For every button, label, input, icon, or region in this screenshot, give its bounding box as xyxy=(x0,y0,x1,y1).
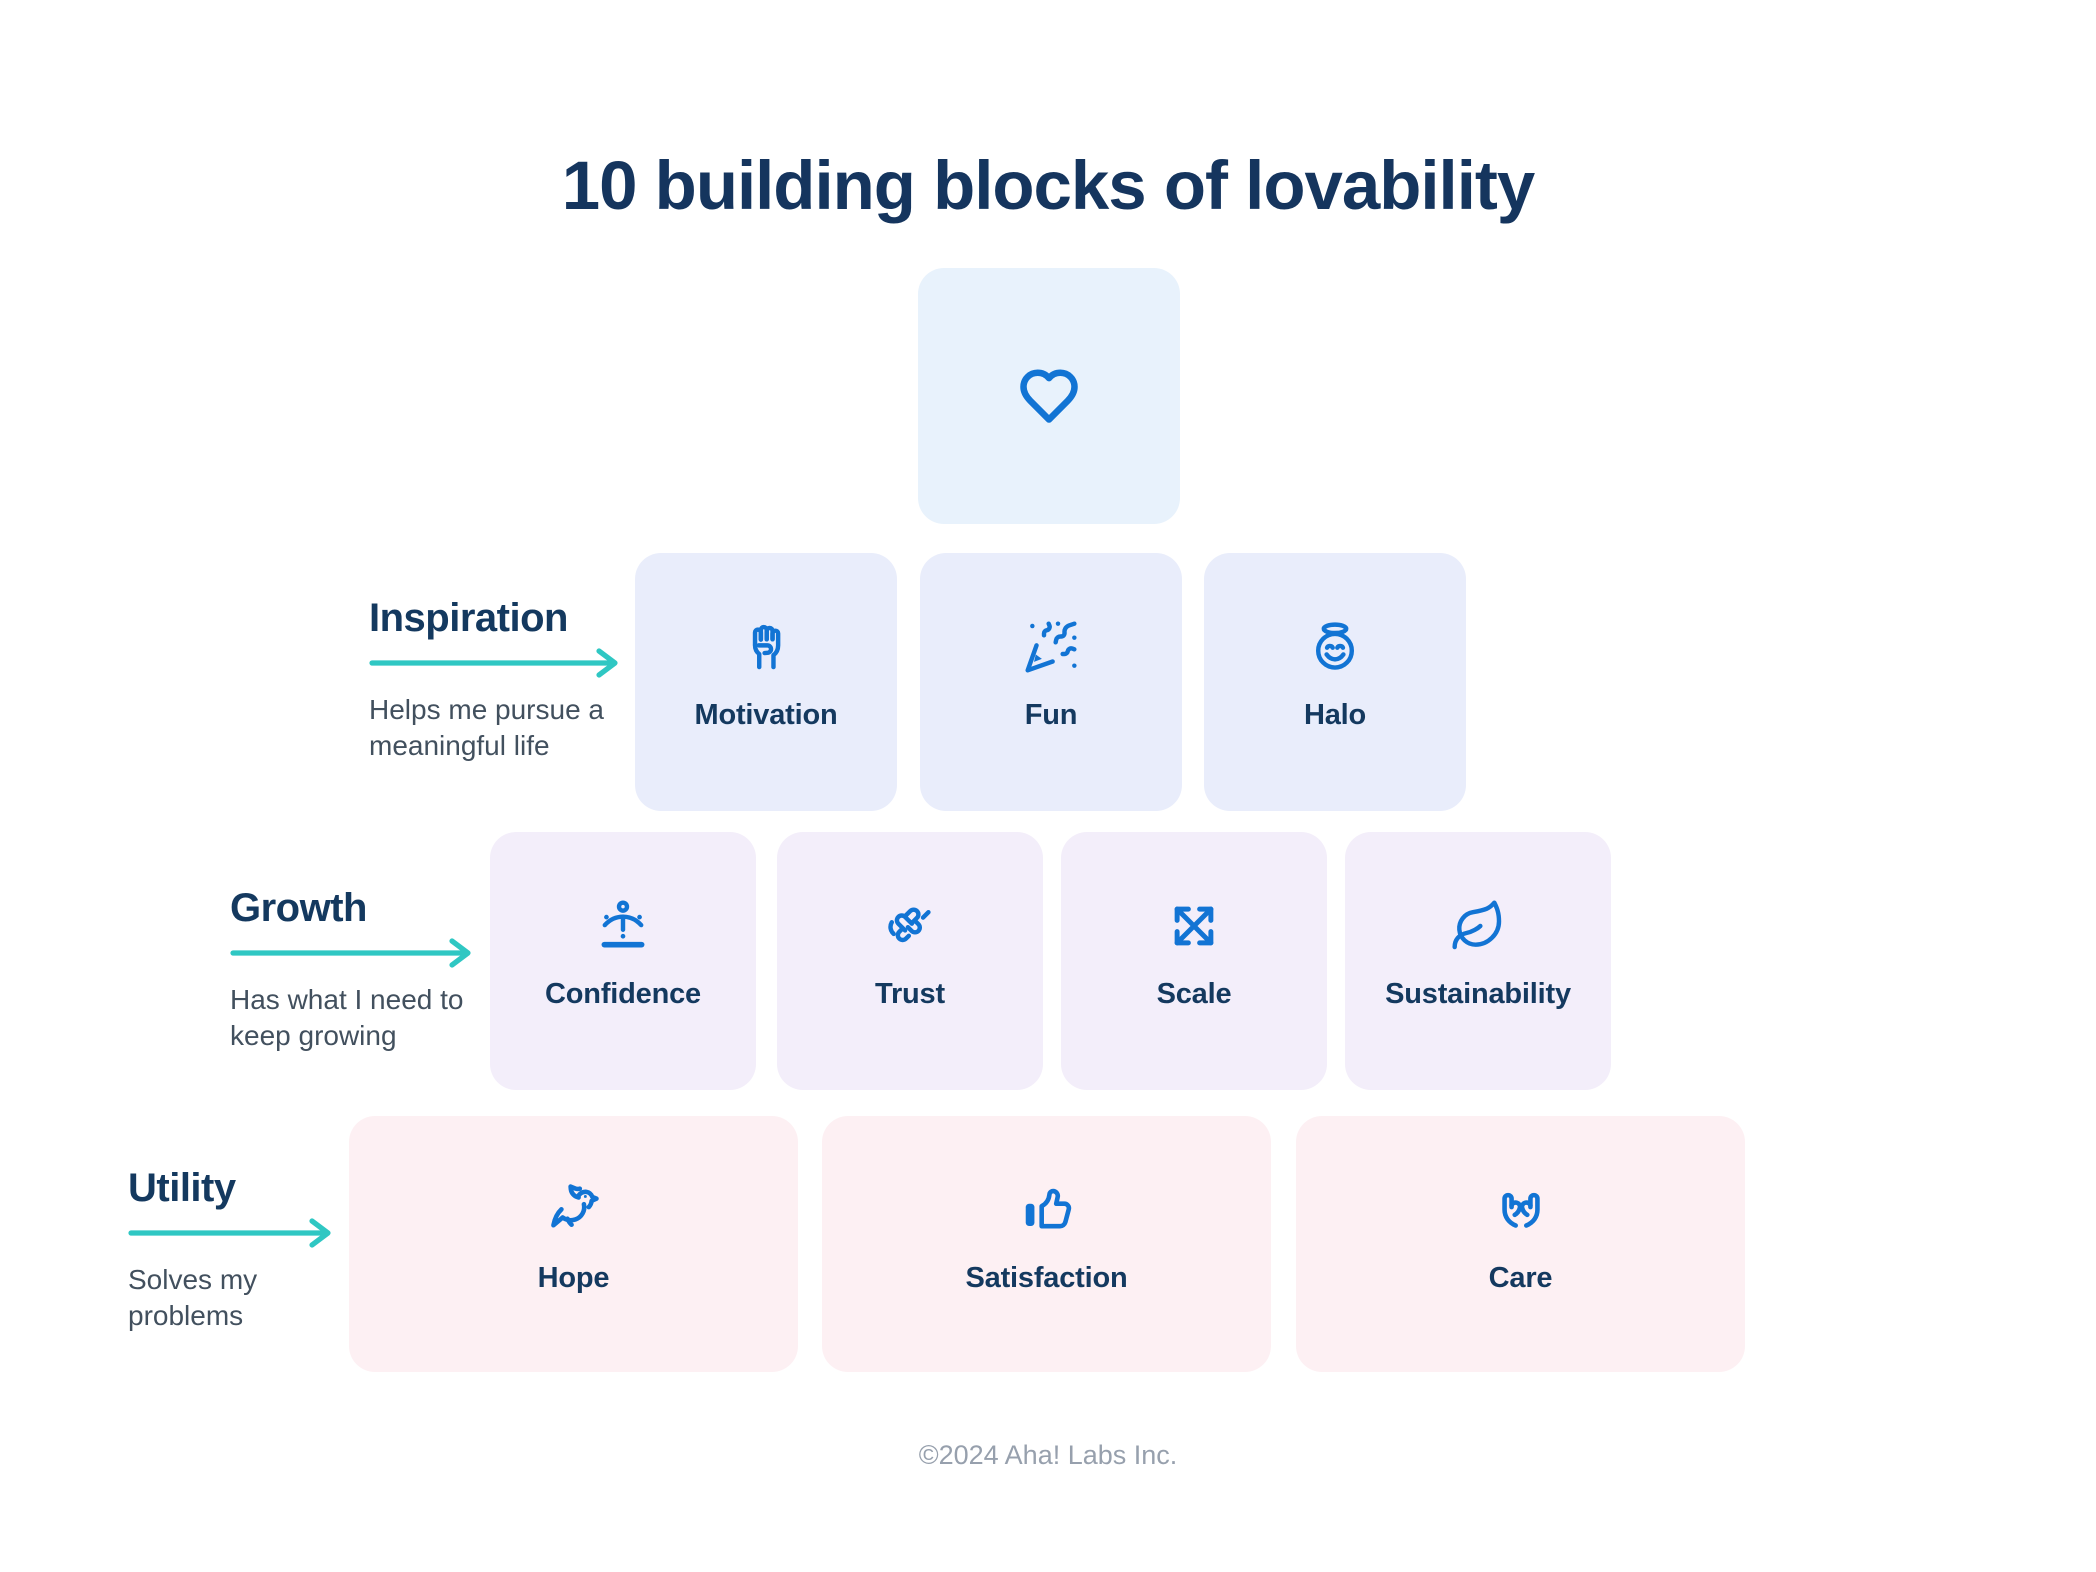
block-sustainability: Sustainability xyxy=(1345,832,1611,1090)
row-label-utility: Utility Solves my problems xyxy=(128,1166,348,1335)
right-arrow-icon xyxy=(230,938,471,968)
open-hands-icon xyxy=(1492,1180,1550,1240)
page-title: 10 building blocks of lovability xyxy=(561,147,1535,225)
row-heading: Growth xyxy=(230,886,367,930)
right-arrow-icon xyxy=(128,1218,331,1248)
balance-person-icon xyxy=(595,896,651,956)
block-lovability-heart xyxy=(918,268,1180,524)
row-heading: Utility xyxy=(128,1166,236,1210)
copyright-text: ©2024 Aha! Labs Inc. xyxy=(918,1440,1178,1470)
halo-smiley-icon xyxy=(1307,617,1363,677)
row-description: Solves my problems xyxy=(128,1264,258,1332)
party-popper-icon xyxy=(1023,617,1079,677)
block-label: Sustainability xyxy=(1385,978,1571,1010)
block-scale: Scale xyxy=(1061,832,1327,1090)
block-halo: Halo xyxy=(1204,553,1466,811)
block-label: Fun xyxy=(1024,699,1078,731)
block-label: Scale xyxy=(1156,978,1232,1010)
block-fun: Fun xyxy=(920,553,1182,811)
block-label: Confidence xyxy=(545,978,701,1010)
block-confidence: Confidence xyxy=(490,832,756,1090)
thumbs-up-icon xyxy=(1018,1180,1076,1240)
block-motivation: Motivation xyxy=(635,553,897,811)
block-label: Halo xyxy=(1303,699,1367,731)
block-label: Care xyxy=(1488,1262,1553,1294)
expand-arrows-icon xyxy=(1167,896,1221,956)
fist-icon xyxy=(738,617,794,677)
block-label: Satisfaction xyxy=(965,1262,1128,1294)
row-description: Has what I need to keep growing xyxy=(230,984,464,1052)
row-description: Helps me pursue a meaningful life xyxy=(369,694,605,762)
block-label: Hope xyxy=(537,1262,610,1294)
block-trust: Trust xyxy=(777,832,1043,1090)
heart-icon xyxy=(1015,366,1083,426)
block-hope: Hope xyxy=(349,1116,798,1372)
right-arrow-icon xyxy=(369,648,618,678)
clasped-hands-icon xyxy=(882,896,938,956)
block-care: Care xyxy=(1296,1116,1745,1372)
row-label-inspiration: Inspiration Helps me pursue a meaningful… xyxy=(369,596,639,765)
leaf-icon xyxy=(1450,896,1506,956)
row-label-growth: Growth Has what I need to keep growing xyxy=(230,886,510,1055)
row-heading: Inspiration xyxy=(369,596,568,640)
block-label: Trust xyxy=(875,978,945,1010)
block-label: Motivation xyxy=(694,699,838,731)
dove-icon xyxy=(545,1180,603,1240)
block-satisfaction: Satisfaction xyxy=(822,1116,1271,1372)
